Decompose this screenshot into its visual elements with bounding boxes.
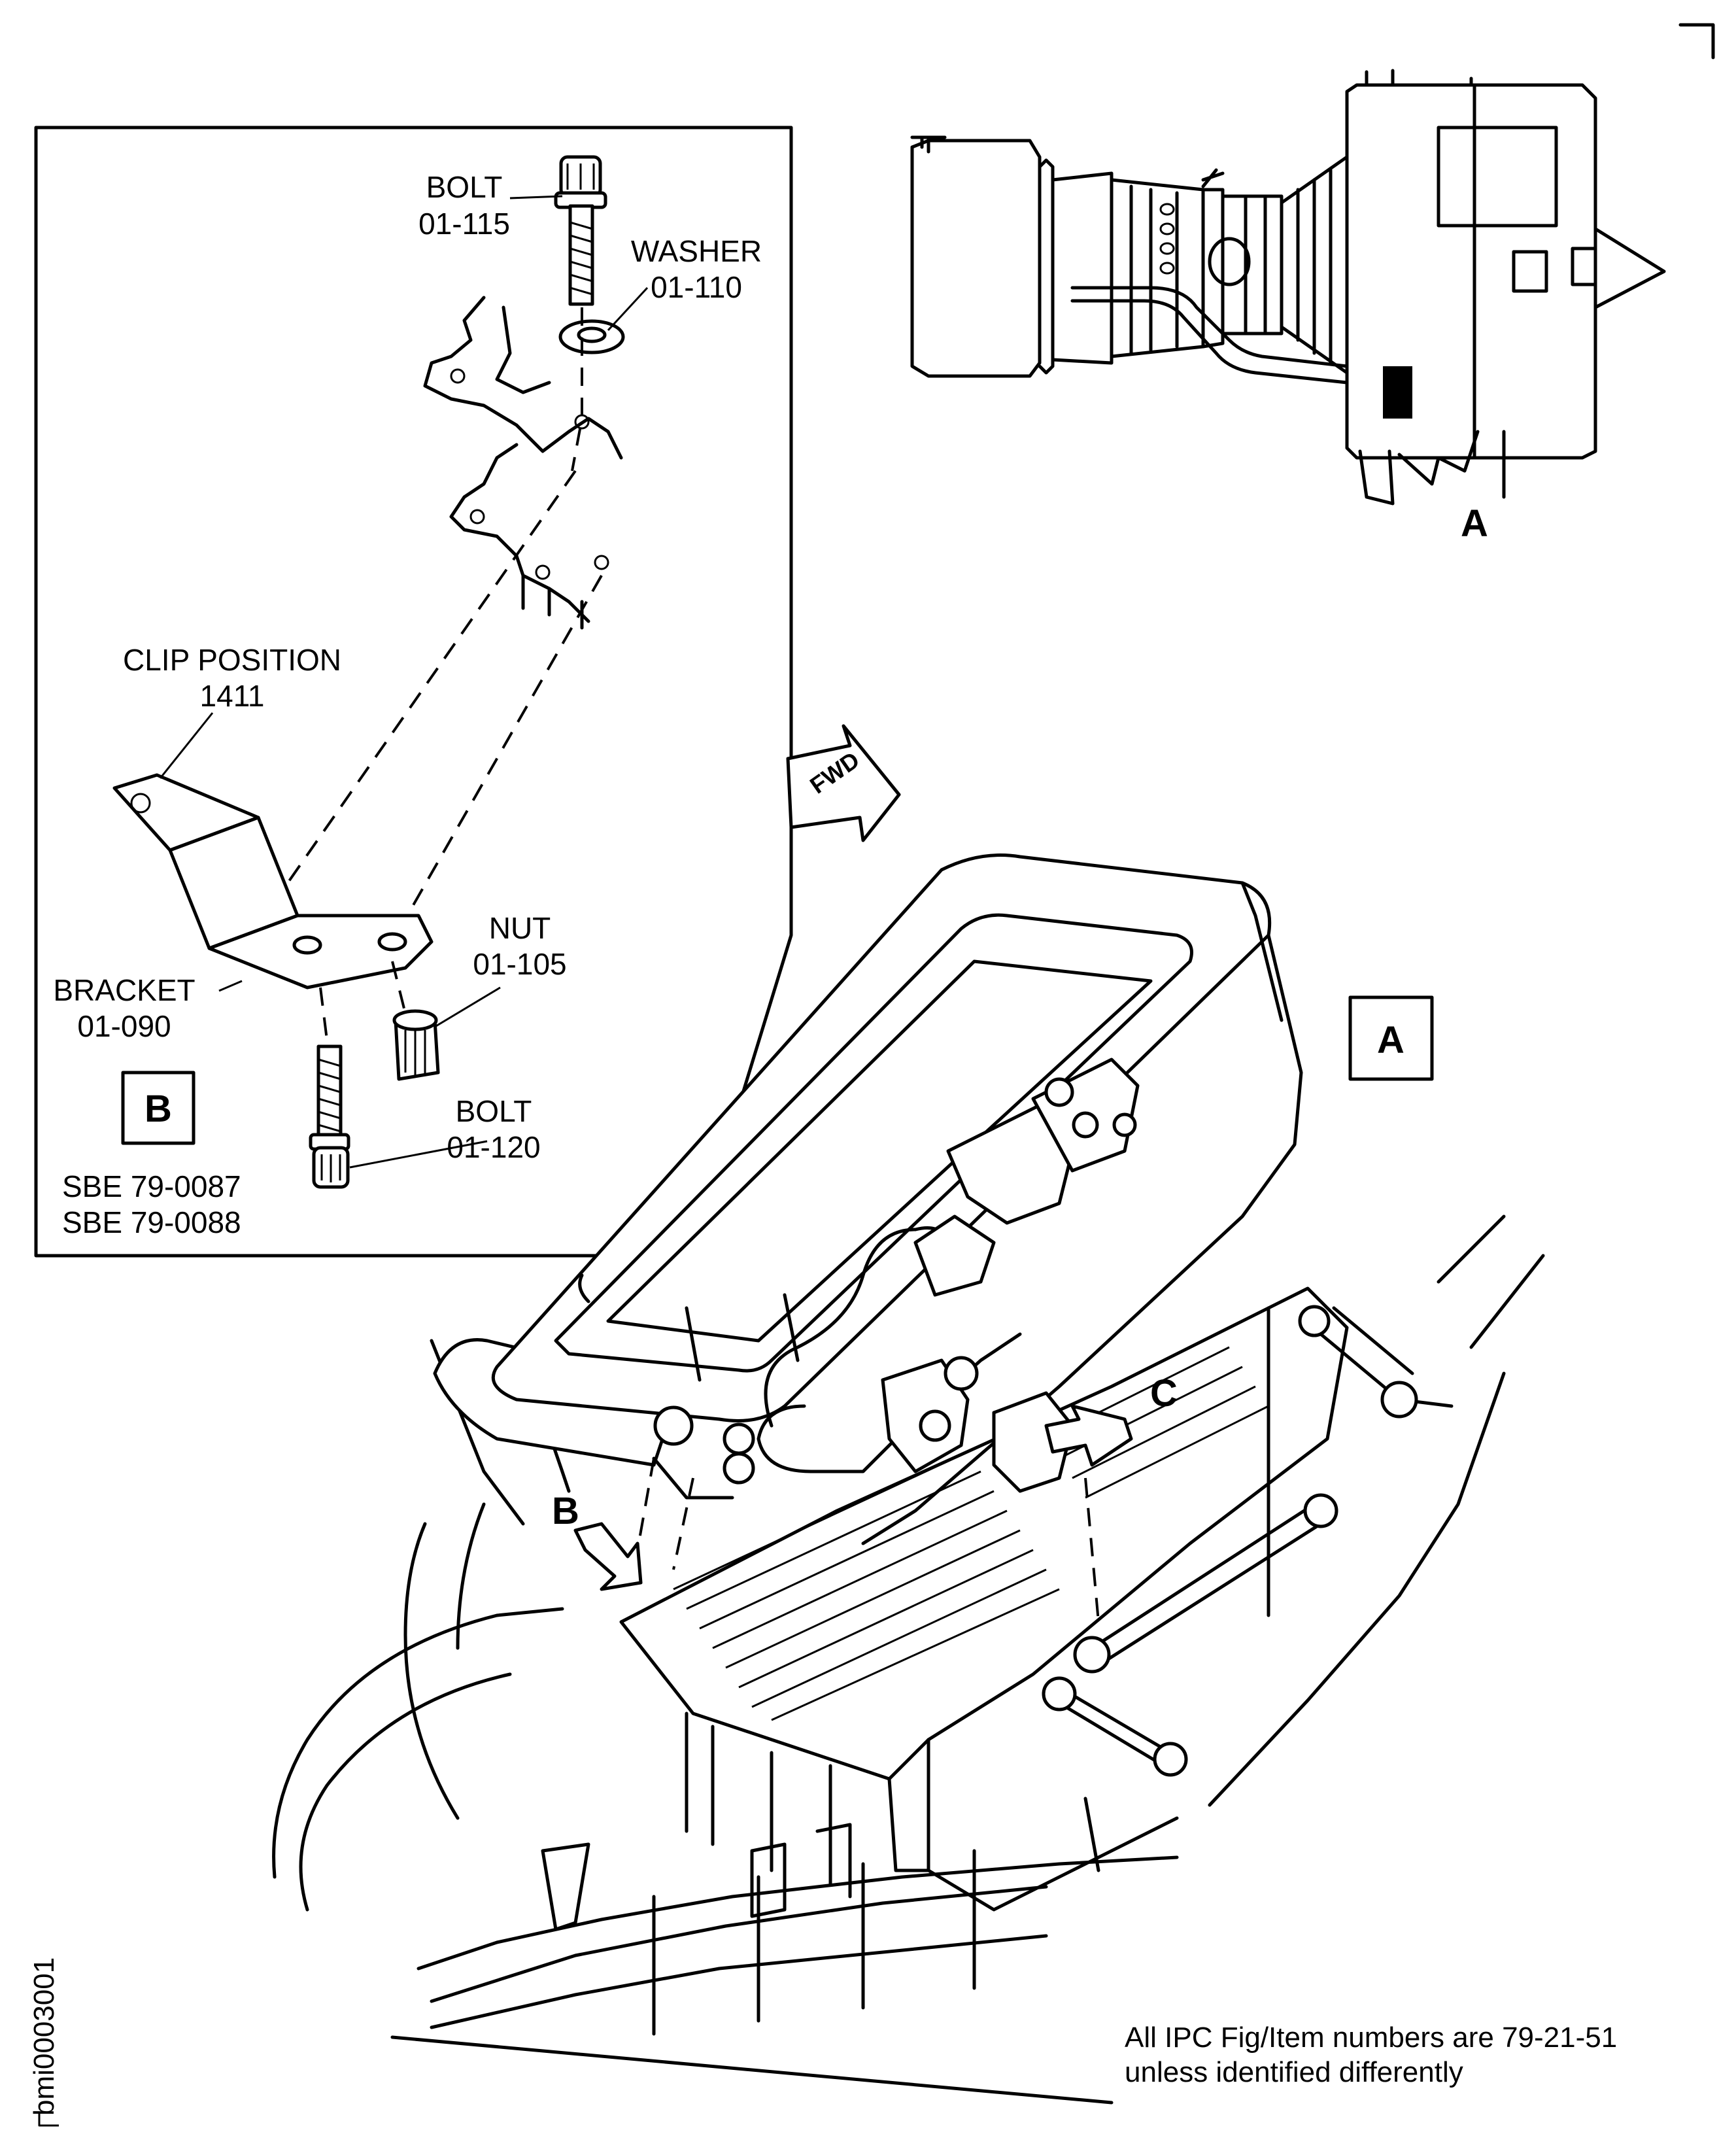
leader-bracket [218, 980, 243, 992]
label-bolt-bottom-item: 01-120 [447, 1130, 540, 1164]
footer-note-line1: All IPC Fig/Item numbers are 79-21-51 [1125, 2022, 1617, 2054]
view-a-callout: A [1377, 1019, 1404, 1061]
label-washer-item: 01-110 [651, 270, 742, 304]
fwd-arrow: FWD [786, 724, 901, 842]
detail-b-callout: B [145, 1088, 172, 1130]
label-clip-item: 1411 [200, 679, 265, 713]
leader-nut [434, 986, 501, 1028]
support-struts [1042, 1214, 1545, 1872]
dash-c-1 [1084, 1477, 1100, 1623]
detail-b-panel: BOLT 01-115 WASHER 01-110 CLIP POSITION … [34, 126, 793, 1258]
mounting-flange [423, 296, 623, 630]
label-bracket-item: 01-090 [77, 1009, 171, 1043]
label-clip-name: CLIP POSITION [123, 643, 341, 677]
footer-note-line2: unless identified differently [1125, 2056, 1463, 2088]
dash-b-2 [672, 1477, 694, 1570]
centerline-right [391, 575, 603, 942]
washer-01-110 [558, 319, 625, 354]
arrow-b: B [552, 1490, 643, 1591]
figure-id-mark [38, 2112, 59, 2127]
leader-bolt-bottom [349, 1140, 488, 1169]
oil-cooler-core [619, 1286, 1349, 1912]
leader-clip [159, 712, 214, 779]
label-bracket-name: BRACKET [53, 973, 195, 1007]
leader-washer [607, 286, 649, 332]
label-nut-name: NUT [489, 911, 551, 945]
label-bolt-top-name: BOLT [426, 170, 503, 204]
view-a-callout-box [1348, 995, 1434, 1081]
corner-mark [1678, 23, 1715, 60]
arrow-b-label: B [552, 1490, 579, 1532]
detail-b-callout-box [121, 1071, 196, 1145]
centerline-left [286, 470, 577, 884]
bolt-01-120 [309, 987, 350, 1189]
ejector-assembly [433, 853, 1303, 1545]
label-bolt-bottom-name: BOLT [456, 1094, 532, 1128]
label-bolt-top-item: 01-115 [418, 207, 510, 241]
sbe-line-1: SBE 79-0087 [62, 1169, 241, 1203]
centerline-bolt [571, 307, 583, 472]
main-view-a: A [272, 853, 1545, 2105]
nut-01-105 [391, 961, 440, 1081]
label-nut-item: 01-105 [473, 947, 566, 981]
figure-id: bmi0003001 [28, 1957, 60, 2116]
sbe-line-2: SBE 79-0088 [62, 1205, 241, 1239]
bracket-01-090 [112, 773, 434, 990]
bolt-01-115 [554, 155, 607, 306]
arrow-c: C [1044, 1372, 1178, 1467]
dash-b-1 [636, 1458, 655, 1551]
leader-bolt-top [509, 195, 563, 199]
engine-locator-view: A [910, 69, 1666, 545]
engine-view-callout: A [1461, 502, 1488, 545]
arrow-c-label: C [1150, 1372, 1178, 1415]
label-washer-name: WASHER [631, 234, 762, 268]
